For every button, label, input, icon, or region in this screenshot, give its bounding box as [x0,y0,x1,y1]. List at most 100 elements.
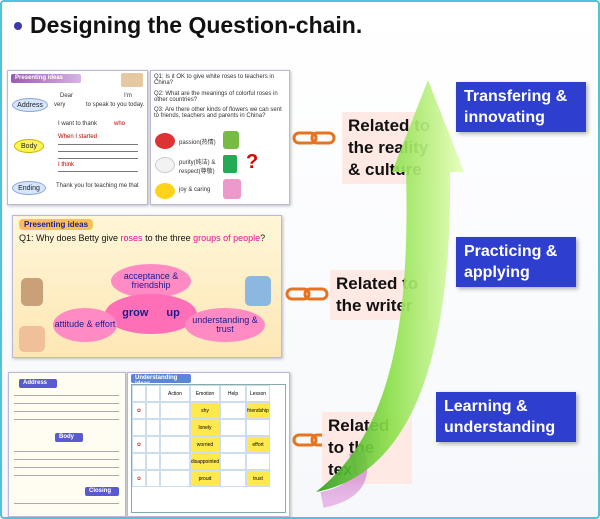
thumb1-i-want: I want to thank [58,121,98,127]
table-cell [160,470,190,487]
family-icon [223,179,241,199]
stage-transfering-innovating: Transfering & innovating [456,82,586,132]
thumb4-address: Address [19,379,57,388]
thumb2-joy: joy & caring [179,187,211,193]
thumb3-q1-groups: groups of people [193,233,261,243]
thumb3-q1-mid: to the three [142,233,194,243]
thumbnail-presenting-hearts: Presenting ideas Q1: Why does Betty give… [12,215,282,358]
text-line [14,395,119,396]
text-line [14,451,119,452]
thumbnail-understanding-table: Understanding ideas Action Emotion Help … [127,372,290,517]
thumbnail-culture-questions: Q1: Is it OK to give white roses to teac… [150,70,290,205]
heart-acceptance: acceptance & friendship [111,264,191,298]
thumb2-q2: Q2: What are the meanings of colorful ro… [154,91,278,103]
table-cell [246,419,270,436]
rose-icon: ✿ [132,402,146,419]
thumb1-to-speak: to speak to you today. [86,102,145,108]
table-cell [220,419,246,436]
table-cell [146,470,160,487]
table-cell [146,419,160,436]
emotion-cell: shy [190,402,220,419]
thumbnail-text-page: Address Body Closing [8,372,126,517]
heart-up: up [166,307,180,320]
table-cell [146,453,160,470]
thumb2-q3: Q3: Are there other kinds of flowers we … [154,107,282,119]
teacher-icon [223,155,237,173]
chain-link-icon [292,131,336,145]
table-cell [132,419,146,436]
emotion-cell: worried [190,436,220,453]
lesson-cell: trust [246,470,270,487]
bullet-icon [14,21,22,30]
table-cell [160,436,190,453]
text-line [14,403,119,404]
thumb1-line [58,144,138,145]
parents-icon [19,326,45,352]
text-line [14,459,119,460]
heart-grow: grow [122,307,149,320]
thumb1-who: who [114,121,126,127]
table-cell [146,436,160,453]
table-cell [220,453,246,470]
thumb1-address-oval: Address [12,98,48,112]
table-header-help: Help [220,385,246,402]
heart-understanding: understanding & trust [185,308,265,342]
thumb3-q1-end: ? [260,233,266,243]
table-header-lesson: Lesson [246,385,270,402]
thumb1-dear: Dear [60,93,74,99]
thumb3-header: Presenting ideas [19,219,94,230]
text-line [14,411,119,412]
thumb4-body: Body [55,433,83,442]
thumb1-line [58,158,138,159]
thumb1-line [58,151,138,152]
stage-learning-understanding: Learning & understanding [436,392,576,442]
yellow-rose-icon [155,183,175,199]
thumb1-photo-icon [121,73,143,87]
text-line [14,475,119,476]
text-line [14,503,119,504]
table-header-action: Action [160,385,190,402]
thumb1-header: Presenting ideas [11,74,81,83]
thumb1-i-think: I think [58,162,75,168]
teacher-icon [245,276,271,306]
rose-icon: ✿ [132,436,146,453]
thumb1-im: I'm [124,93,132,99]
thumb3-q1-prefix: Q1: Why does Betty give [19,233,121,243]
red-rose-icon [155,133,175,149]
thumb1-very: very [54,102,66,108]
thumbnail-letter-template: Presenting ideas Address Body Ending Dea… [7,70,148,205]
table-cell [160,453,190,470]
heart-attitude: attitude & effort [53,308,117,342]
table-cell [220,402,246,419]
table-cell [132,453,146,470]
understanding-table: Action Emotion Help Lesson ✿ shy friends… [131,384,286,513]
thumb2-q1: Q1: Is it OK to give white roses to teac… [154,74,275,86]
table-cell [220,470,246,487]
rose-icon: ✿ [132,470,146,487]
thumb3-q1-roses: roses [120,233,143,243]
thumb1-thank-you: Thank you for teaching me that [56,183,139,189]
heart-center: grow up [105,294,197,334]
stage-practicing-applying: Practicing & applying [456,237,576,287]
table-header-emotion: Emotion [190,385,220,402]
white-rose-icon [155,157,175,173]
emotion-cell: proud [190,470,220,487]
table-cell [132,385,146,402]
table-cell [160,419,190,436]
text-line [14,419,119,420]
thumb1-when: When I started [58,134,98,140]
table-cell [146,385,160,402]
thumb1-ending-oval: Ending [12,181,46,195]
emotion-cell: lonely [190,419,220,436]
emotion-cell: disappointed [190,453,220,470]
table-cell [220,436,246,453]
table-cell [146,402,160,419]
lesson-cell: effort [246,436,270,453]
chain-link-icon [285,287,329,301]
thumb1-body-oval: Body [14,139,44,153]
people-icon [223,131,239,149]
thumb4-closing: Closing [85,487,119,496]
text-line [14,467,119,468]
lesson-cell: friendship [246,402,270,419]
